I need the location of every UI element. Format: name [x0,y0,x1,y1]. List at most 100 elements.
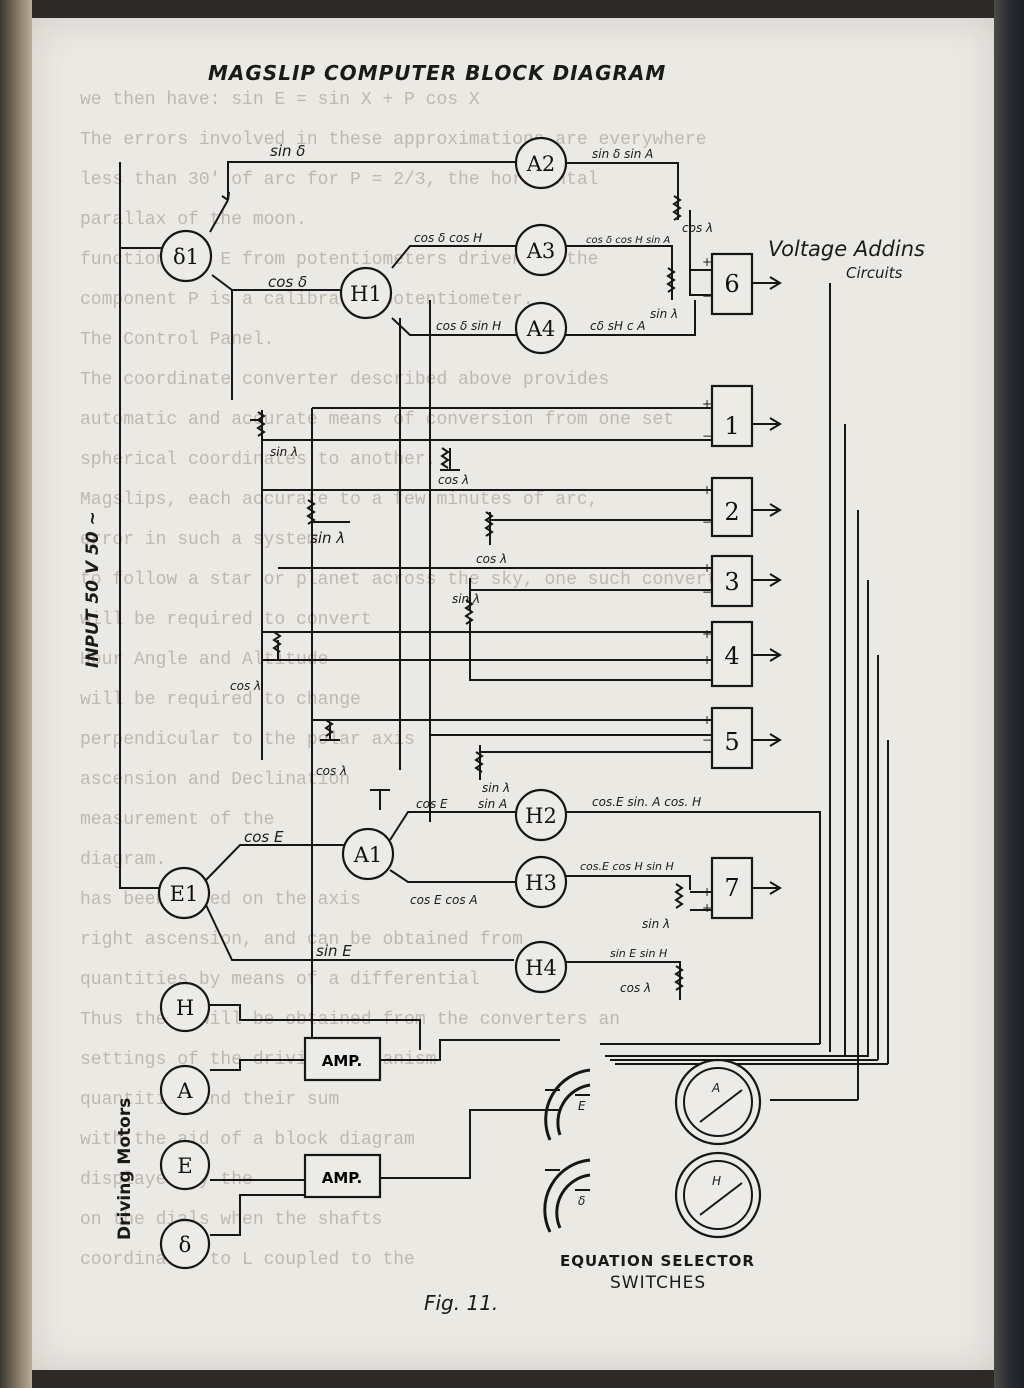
svg-text:sin λ: sin λ [452,592,480,606]
svg-text:sin λ: sin λ [482,781,510,795]
svg-text:cos E: cos E [244,828,284,846]
svg-text:cos λ: cos λ [438,473,469,487]
adding-box-3: 3 + − [702,554,754,608]
svg-text:5: 5 [724,728,739,756]
adding-box-2: 2 +− [702,476,754,538]
adding-box-4: 4 ++ [702,620,754,688]
ghost-text-line: automatic and accurate means of conversi… [80,410,674,430]
ghost-text-line: Magslips, each accurate to a few minutes… [80,490,598,510]
svg-text:cos λ: cos λ [620,981,651,995]
equation-selector-label: EQUATION SELECTOR [560,1252,755,1270]
svg-text:AMP.: AMP. [322,1169,362,1187]
node-a1: A1 [341,827,395,881]
svg-text:sin E: sin E [316,942,352,960]
svg-text:cos.E cos H sin H: cos.E cos H sin H [580,860,674,873]
motor-a: A [159,1064,211,1116]
svg-text:−: − [702,515,712,529]
svg-text:H1: H1 [350,282,382,306]
node-h1: H1 [339,266,393,320]
ghost-text-line: perpendicular to the polar axis [80,730,415,750]
svg-text:A: A [176,1079,193,1103]
svg-text:cos λ: cos λ [476,552,507,566]
svg-text:sin δ sin A: sin δ sin A [592,147,653,161]
svg-text:7: 7 [724,874,739,902]
binding-edge-left [0,0,32,1388]
svg-text:cos λ: cos λ [682,221,713,235]
svg-text:A4: A4 [526,317,556,341]
svg-text:δ: δ [578,1194,585,1208]
svg-text:cos δ cos H sin A: cos δ cos H sin A [586,235,671,246]
ghost-text-line: quantities and their sum [80,1090,339,1110]
node-a4: A4 [514,301,568,355]
node-a2: A2 [514,136,568,190]
svg-text:+: + [702,901,712,915]
amplifier-1: AMP. [303,1036,382,1082]
svg-text:cδ sH c A: cδ sH c A [590,319,645,333]
node-a3: A3 [514,223,568,277]
svg-text:2: 2 [724,498,739,526]
svg-text:E: E [578,1099,586,1113]
svg-text:+: + [702,561,712,575]
svg-text:−: − [702,585,712,599]
adding-box-5: 5 +− [702,706,754,770]
input-label: INPUT 50 V 50 ~ [83,511,103,668]
svg-text:sin δ: sin δ [270,142,305,160]
ghost-text-line: with the aid of a block diagram [80,1130,415,1150]
ghost-text-line: The Control Panel. [80,330,274,350]
svg-text:cos λ: cos λ [316,764,347,778]
svg-text:6: 6 [724,270,739,298]
svg-text:E1: E1 [170,882,199,906]
ghost-text-line: right ascension, and can be obtained fro… [80,930,523,950]
node-delta1: δ1 [159,229,213,283]
adding-box-7: 7 + + [702,856,754,920]
svg-text:A1: A1 [353,843,383,867]
svg-text:H: H [176,996,194,1020]
svg-text:4: 4 [724,642,739,670]
figure-label: Fig. 11. [424,1291,498,1315]
ghost-text-line: will be required to convert [80,610,372,630]
motor-h: H [159,981,211,1033]
diagram-title: MAGSLIP COMPUTER BLOCK DIAGRAM [208,61,666,85]
svg-text:3: 3 [724,568,739,596]
adding-box-1: 1 +− [702,384,754,448]
ghost-text-line: to follow a star or planet across the sk… [80,570,739,590]
dial-h: H [674,1151,762,1239]
signal-labels: sin δ cos δ sin δ sin A cos δ cos H cos … [230,142,713,995]
svg-text:sin λ: sin λ [310,529,345,547]
svg-text:H: H [712,1174,721,1188]
ghost-text-line: on the dials when the shafts [80,1210,382,1230]
svg-text:+: + [702,397,712,411]
svg-text:+: + [702,885,712,899]
svg-text:+: + [702,255,712,269]
potentiometers [256,195,684,991]
dial-a: A [674,1058,762,1146]
ghost-text-line: less than 30' of arc for P = 2/3, the ho… [80,170,598,190]
svg-text:−: − [702,733,712,747]
svg-text:cos E: cos E [416,797,448,811]
svg-text:cos δ: cos δ [268,273,307,291]
ghost-text-line: The coordinate converter described above… [80,370,609,390]
svg-text:−: − [702,289,712,303]
motor-e: E [159,1139,211,1191]
svg-text:H4: H4 [525,956,557,980]
svg-text:cos.E sin. A cos. H: cos.E sin. A cos. H [592,795,701,809]
ghost-text-line: Hour Angle and Altitude [80,650,328,670]
node-h4: H4 [514,940,568,994]
svg-text:1: 1 [724,412,739,440]
ghost-text-line: coordinates to L coupled to the [80,1250,415,1270]
ghost-text-line: diagram. [80,850,166,870]
ghost-text-line: spherical coordinates to another. [80,450,436,470]
svg-text:sin λ: sin λ [642,917,670,931]
amplifier-2: AMP. [303,1153,382,1199]
driving-motors-label: Driving Motors [115,1098,135,1240]
node-e1: E1 [157,866,211,920]
svg-text:E: E [177,1154,192,1178]
motor-delta: δ [159,1218,211,1270]
equation-selector-switch-delta: δ [543,1158,591,1233]
ghost-text-line: ascension and Declination [80,770,350,790]
svg-text:+: + [702,627,712,641]
svg-text:sin A: sin A [478,797,507,811]
svg-text:cos E cos A: cos E cos A [410,893,478,907]
